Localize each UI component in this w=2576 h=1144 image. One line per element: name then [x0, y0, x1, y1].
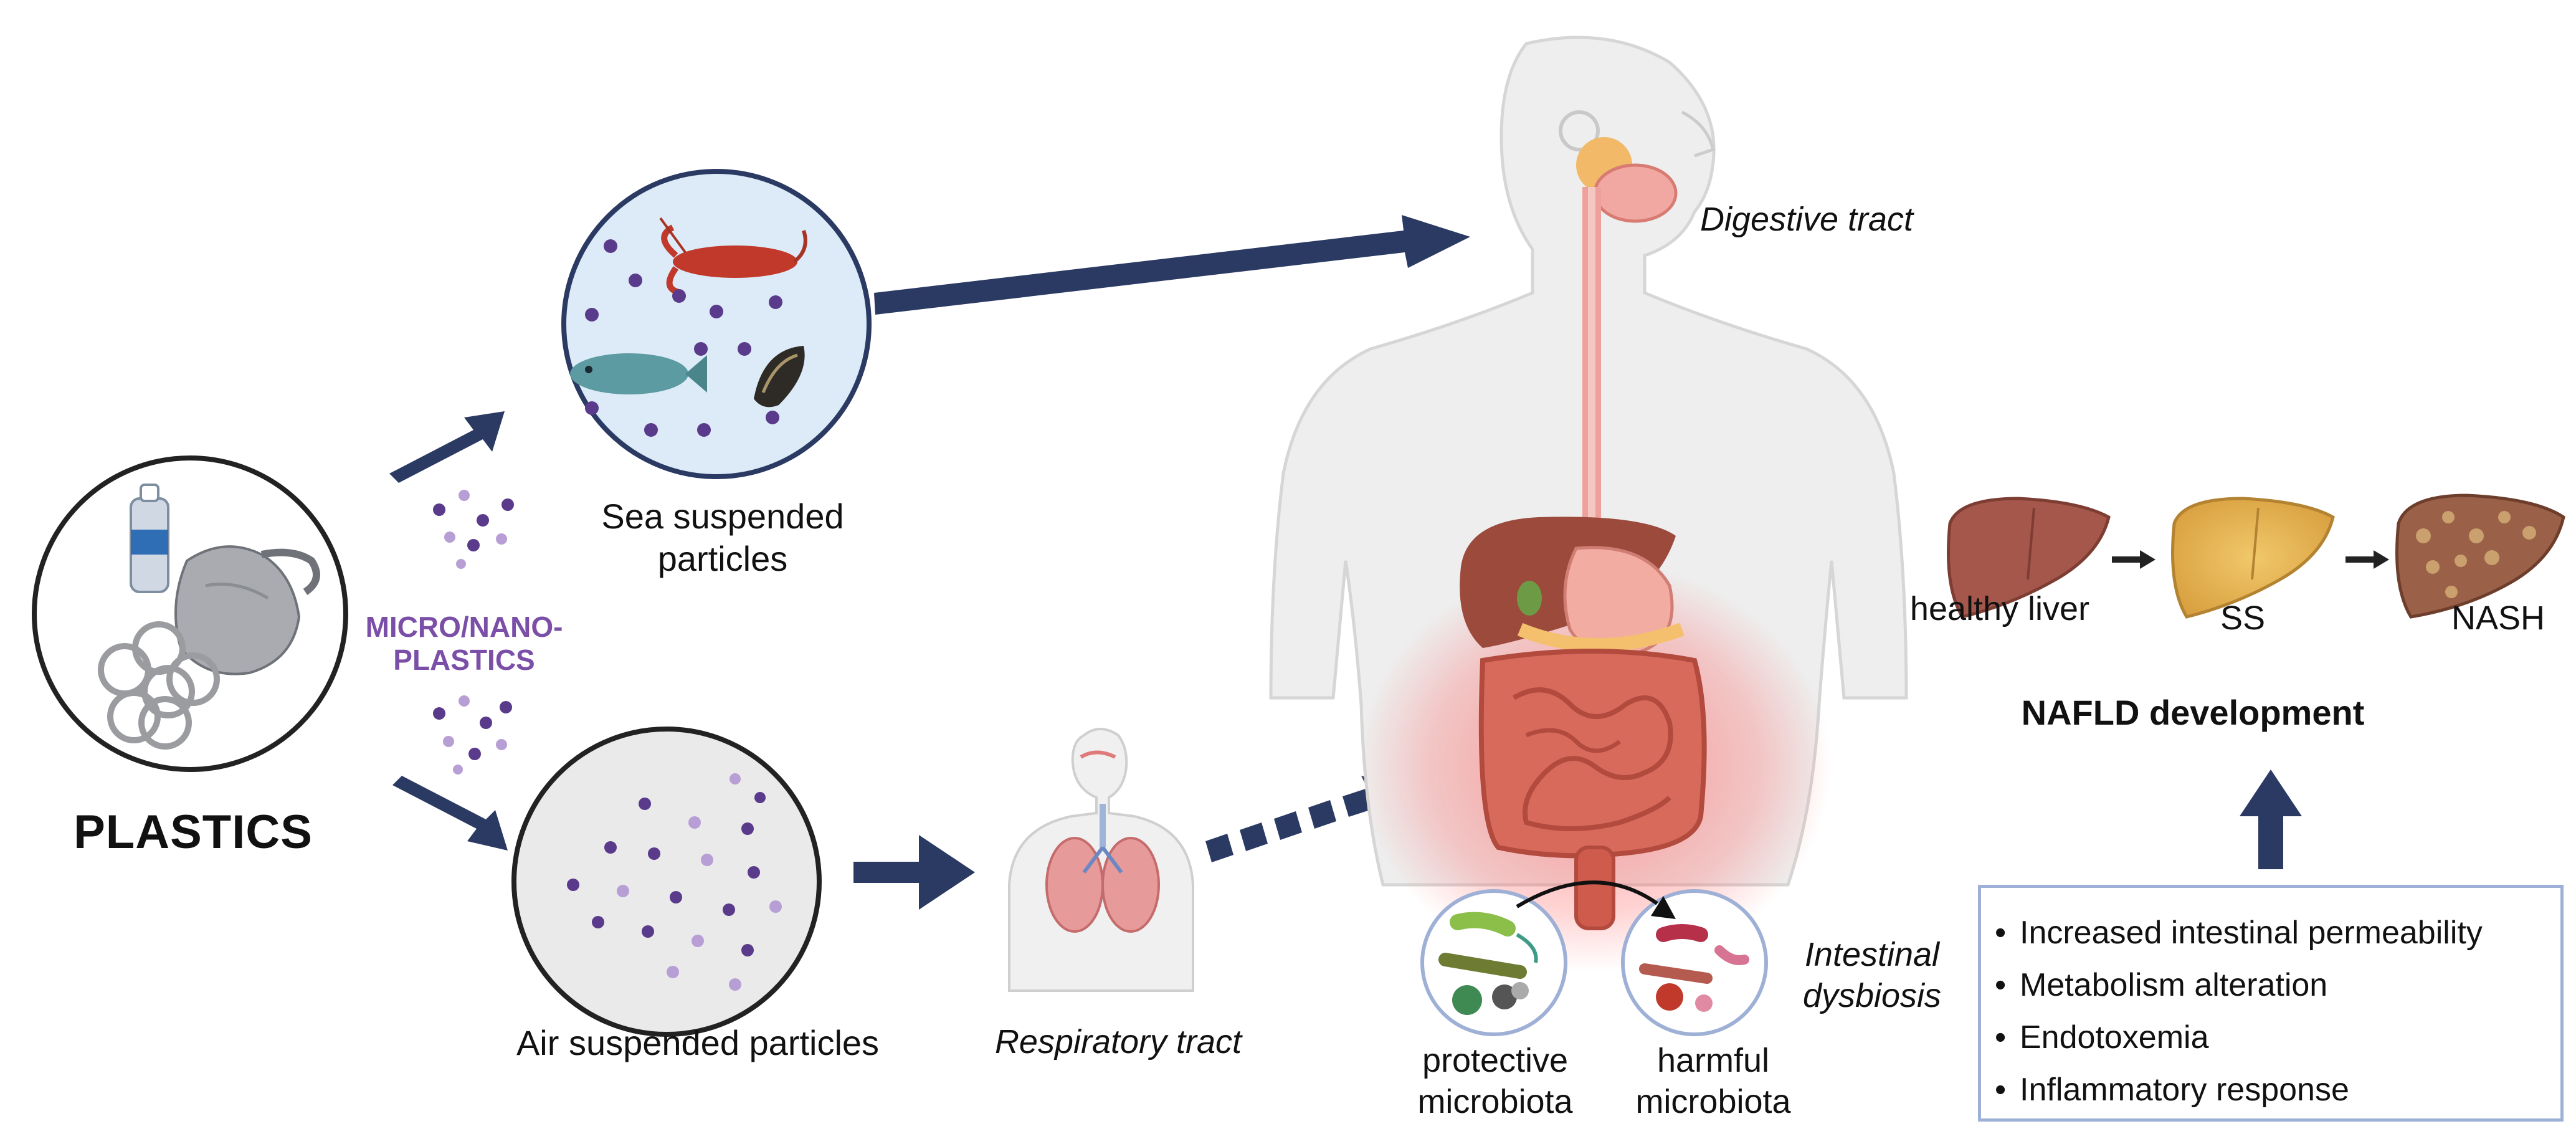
dysbiosis-arrow [1516, 880, 1676, 919]
effect-item: • Inflammatory response [1995, 1064, 2547, 1116]
effect-item: • Endotoxemia [1995, 1011, 2547, 1064]
harmful-microbiota-circle [1621, 889, 1768, 1036]
effect-item: • Increased intestinal permeability [1995, 907, 2547, 959]
respiratory-figure [1008, 728, 1194, 992]
sea-particles-label: Sea suspended particles [601, 497, 844, 579]
effect-item: • Metabolism alteration [1995, 959, 2547, 1011]
arrow-to-sea [389, 411, 505, 483]
bullet-icon: • [1995, 967, 2007, 1003]
bullet-icon: • [1995, 915, 2007, 951]
nash-liver-icon [2395, 493, 2565, 619]
arrow-healthy-to-ss [2112, 550, 2155, 569]
effect-text: Inflammatory response [2020, 1072, 2349, 1108]
effect-text: Increased intestinal permeability [2020, 915, 2483, 951]
six-pack-rings-icon [98, 621, 220, 750]
sea-particles [585, 239, 782, 437]
plastic-bottle-icon [130, 484, 169, 593]
effect-text: Metabolism alteration [2020, 967, 2328, 1003]
digestive-tract-label: Digestive tract [1699, 201, 1914, 238]
intestines [1478, 649, 1707, 930]
plastics-label: PLASTICS [74, 806, 313, 859]
protective-microbiota-label: protective microbiota [1417, 1042, 1573, 1120]
intestinal-dysbiosis-label: Intestinal dysbiosis [1802, 936, 1942, 1014]
microplastic-dots-upper [433, 490, 514, 569]
fish-icon [570, 353, 707, 394]
digestive-tract [1576, 137, 1678, 530]
air-particles [567, 773, 782, 991]
arrow-to-air [392, 776, 508, 851]
microplastic-dots-lower [433, 695, 512, 775]
effect-text: Endotoxemia [2020, 1019, 2209, 1056]
plastic-bag-icon [174, 545, 320, 675]
harmful-microbiota-label: harmful microbiota [1635, 1042, 1791, 1120]
ss-label: SS [2220, 599, 2266, 637]
healthy-liver-icon [1947, 497, 2111, 619]
fatty-liver-ss-icon [2171, 497, 2335, 619]
nafld-development-label: NAFLD development [2021, 693, 2365, 732]
bullet-icon: • [1995, 1019, 2007, 1056]
plastics-circle [32, 455, 348, 772]
bullet-icon: • [1995, 1072, 2007, 1108]
effects-box: • Increased intestinal permeability • Meta… [1978, 885, 2564, 1122]
air-particles-label: Air suspended particles [516, 1023, 880, 1062]
protective-microbiota-circle [1420, 889, 1567, 1036]
arrow-effects-to-nafld [2240, 770, 2302, 869]
respiratory-tract-label: Respiratory tract [994, 1023, 1242, 1061]
sea-circle [561, 169, 872, 479]
micro-nano-plastics-label: MICRO/NANO-PLASTICS [365, 611, 563, 676]
air-circle [511, 727, 822, 1037]
nash-label: NASH [2451, 599, 2545, 637]
arrow-sea-to-digestive [874, 215, 1470, 315]
arrow-ss-to-nash [2345, 550, 2389, 569]
effects-list: • Increased intestinal permeability • Meta… [1995, 907, 2547, 1116]
arrow-air-to-respiratory [853, 835, 975, 910]
healthy-liver-label: healthy liver [1909, 590, 2090, 627]
mussel-icon [754, 346, 805, 408]
liver-stomach [1460, 517, 1685, 657]
